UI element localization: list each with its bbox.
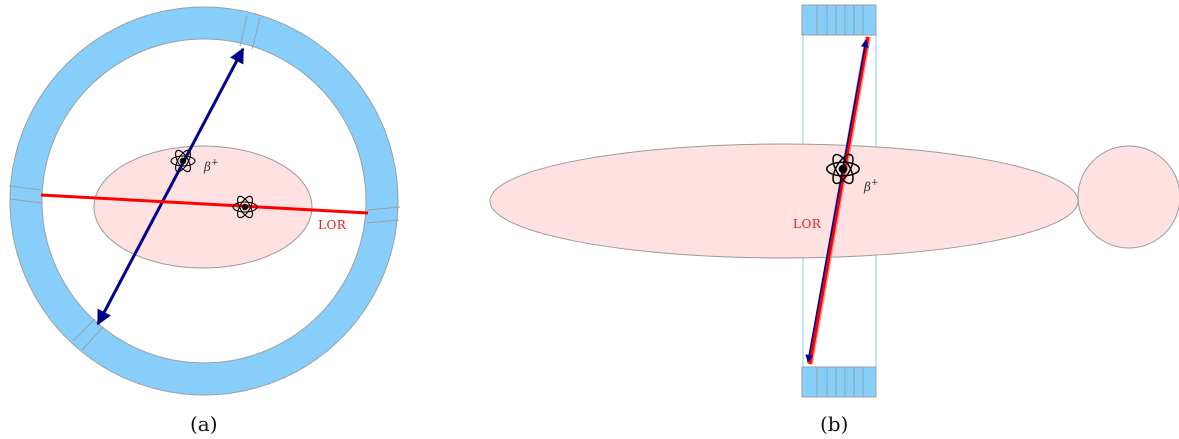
gamma-arrow	[96, 47, 245, 326]
lor-line	[40, 193, 369, 215]
detector-block-top	[801, 4, 877, 36]
lor-label: LOR	[793, 217, 822, 231]
panel-caption: (a)	[190, 412, 218, 436]
detector-block-bottom	[801, 366, 877, 398]
patient-torso	[489, 143, 1079, 259]
beta-label: β+	[863, 178, 878, 194]
lor-label: LOR	[318, 218, 347, 232]
gamma-arrow	[805, 39, 869, 363]
patient-head	[1077, 145, 1179, 249]
panel-a: β+ LOR (a)	[8, 6, 401, 436]
detector-segment-lines	[8, 15, 401, 351]
detector-ring	[9, 6, 399, 396]
beta-label: β+	[203, 158, 218, 174]
panel-b: β+ LOR (b)	[489, 4, 1179, 436]
panel-caption: (b)	[820, 412, 848, 436]
